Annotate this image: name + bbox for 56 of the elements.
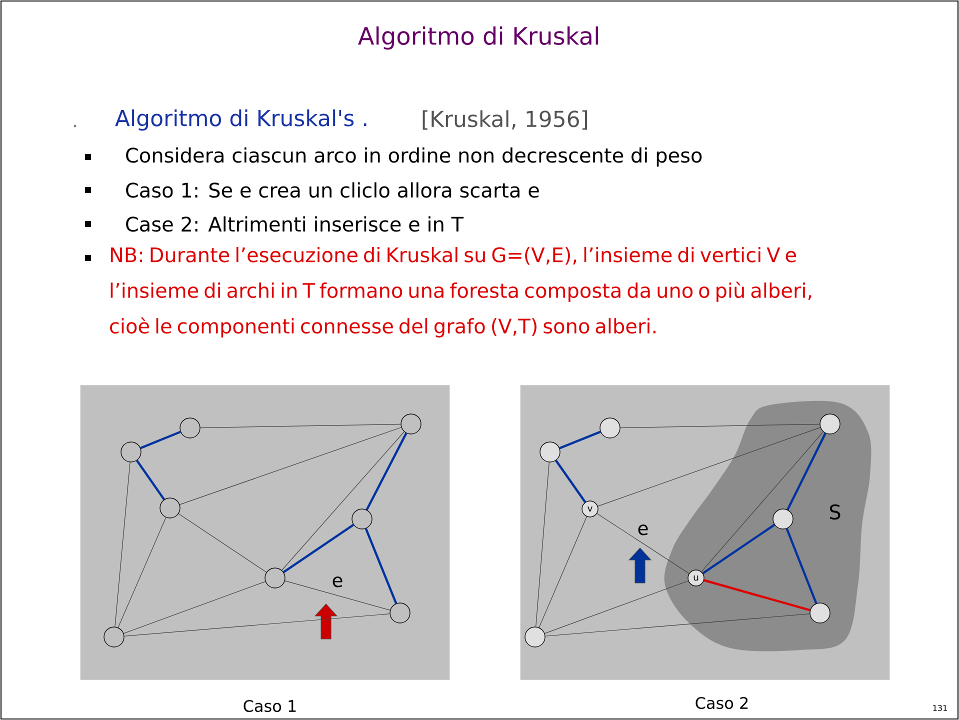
graph-edge bbox=[179, 427, 402, 505]
graph-edge bbox=[598, 427, 821, 506]
node-label: Caso 2 bbox=[696, 696, 748, 710]
bullet-text: Caso 1: Se e crea un cliclo allora scarta e bbox=[126, 182, 539, 198]
graph-edge bbox=[620, 424, 820, 428]
graph-edge bbox=[545, 614, 810, 636]
vertex bbox=[352, 508, 372, 530]
bullet-text: NB: Durante l’esecuzione di Kruskal su G=(V,E), l’insieme di vertici V e l’insieme di archi in T formano una foresta composta da uno o più alberi, cioè le componenti connesse del grafo (V,T) sono alberi. bbox=[110, 246, 812, 338]
vertex bbox=[810, 602, 830, 624]
graph-edge bbox=[282, 524, 354, 574]
graph-edge bbox=[114, 462, 130, 627]
graph-edge bbox=[702, 524, 776, 574]
vertex bbox=[180, 418, 200, 438]
vertex bbox=[120, 442, 142, 462]
citation-text: [Kruskal, 1956] bbox=[422, 110, 587, 130]
graph-edge bbox=[544, 580, 688, 634]
graph-edge bbox=[178, 513, 267, 573]
vertex bbox=[160, 498, 180, 518]
node-label: Caso 1 bbox=[244, 700, 296, 712]
vertex bbox=[600, 418, 620, 438]
graph-edge bbox=[366, 432, 408, 510]
graph-edge bbox=[536, 462, 550, 627]
graph-edge bbox=[282, 431, 404, 571]
graph-edge bbox=[118, 517, 166, 628]
labeled-vertex: u bbox=[688, 570, 704, 586]
graph-edge bbox=[555, 460, 586, 503]
vertex bbox=[524, 626, 546, 648]
graph-edge bbox=[538, 516, 588, 628]
edge-label: e bbox=[636, 523, 650, 537]
graph-edge bbox=[284, 580, 390, 610]
graph-edge bbox=[136, 460, 166, 500]
vertex bbox=[400, 414, 422, 434]
vertex bbox=[390, 602, 410, 624]
vertex bbox=[104, 626, 124, 648]
vertex bbox=[820, 414, 840, 434]
vertex bbox=[772, 508, 794, 530]
title: Algoritmo di Kruskal bbox=[358, 26, 598, 50]
graph-edge bbox=[559, 430, 601, 450]
graph-edge bbox=[123, 581, 266, 634]
graph-edge bbox=[701, 432, 824, 572]
vertex bbox=[264, 568, 286, 588]
graph-edge bbox=[786, 528, 818, 604]
heading-text: Algoritmo di Kruskal's . bbox=[115, 109, 366, 131]
graph-edge bbox=[786, 432, 826, 510]
graph-edge bbox=[200, 424, 401, 428]
edge-label: e bbox=[330, 575, 345, 589]
graph-edge bbox=[704, 579, 810, 612]
page-number: 131 bbox=[933, 704, 947, 711]
bullet-text: Considera ciascun arco in ordine non decrescente di peso bbox=[126, 147, 702, 167]
graph-edge bbox=[596, 513, 690, 574]
labeled-vertex: v bbox=[582, 500, 598, 518]
bullet-text: Case 2: Altrimenti inserisce e in T bbox=[126, 216, 464, 232]
graph-edge bbox=[364, 528, 398, 604]
vertex bbox=[540, 442, 560, 462]
graph-edge bbox=[124, 614, 390, 636]
graph-edge bbox=[140, 430, 181, 450]
